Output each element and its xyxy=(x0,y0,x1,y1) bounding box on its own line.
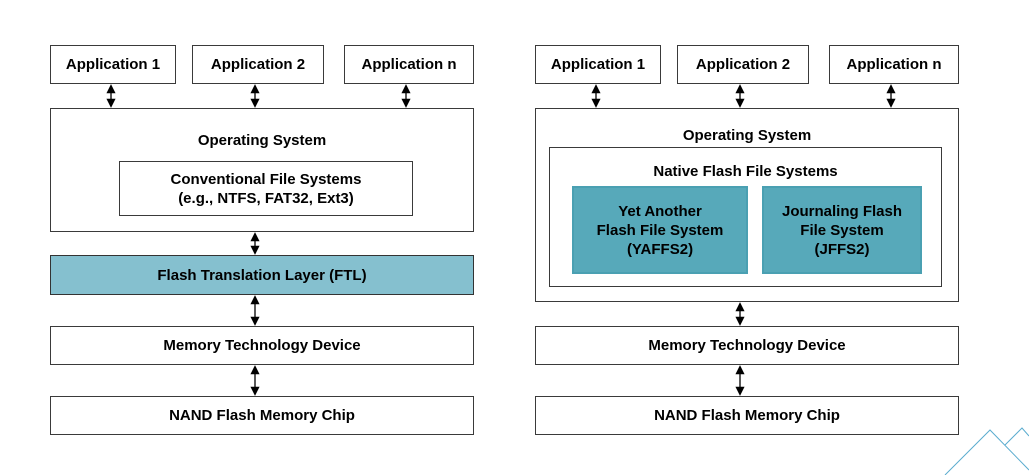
yaffs2-label: Yet Another Flash File System (YAFFS2) xyxy=(596,202,724,258)
left-mtd-label: Memory Technology Device xyxy=(163,337,361,354)
left-mtd-box: Memory Technology Device xyxy=(50,326,474,365)
left-operating-system-box: Operating System Conventional File Syste… xyxy=(50,108,474,232)
left-application-1-box: Application 1 xyxy=(50,45,176,84)
native-flash-fs-box: Native Flash File Systems Yet Another Fl… xyxy=(549,147,942,287)
right-application-2-label: Application 2 xyxy=(695,56,791,73)
ftl-label: Flash Translation Layer (FTL) xyxy=(157,266,367,284)
right-application-n-box: Application n xyxy=(829,45,959,84)
ftl-box: Flash Translation Layer (FTL) xyxy=(50,255,474,295)
jffs2-box: Journaling Flash File System (JFFS2) xyxy=(762,186,922,274)
left-conventional-fs-box: Conventional File Systems (e.g., NTFS, F… xyxy=(119,161,413,216)
yaffs2-box: Yet Another Flash File System (YAFFS2) xyxy=(572,186,748,274)
left-application-n-box: Application n xyxy=(344,45,474,84)
right-application-1-label: Application 1 xyxy=(550,56,646,73)
right-application-1-box: Application 1 xyxy=(535,45,661,84)
right-application-2-box: Application 2 xyxy=(677,45,809,84)
left-application-2-label: Application 2 xyxy=(210,56,306,73)
left-os-label: Operating System xyxy=(197,132,327,149)
right-nand-box: NAND Flash Memory Chip xyxy=(535,396,959,435)
left-conventional-fs-label: Conventional File Systems (e.g., NTFS, F… xyxy=(170,170,362,207)
right-nand-label: NAND Flash Memory Chip xyxy=(654,407,840,424)
left-nand-label: NAND Flash Memory Chip xyxy=(169,407,355,424)
right-os-label: Operating System xyxy=(682,127,812,144)
jffs2-label: Journaling Flash File System (JFFS2) xyxy=(781,202,902,258)
left-nand-box: NAND Flash Memory Chip xyxy=(50,396,474,435)
corner-decoration xyxy=(944,427,1029,475)
right-mtd-box: Memory Technology Device xyxy=(535,326,959,365)
native-flash-fs-label: Native Flash File Systems xyxy=(653,163,838,180)
left-application-2-box: Application 2 xyxy=(192,45,324,84)
right-application-n-label: Application n xyxy=(846,56,942,73)
right-mtd-label: Memory Technology Device xyxy=(648,337,846,354)
left-application-1-label: Application 1 xyxy=(65,56,161,73)
left-application-n-label: Application n xyxy=(361,56,457,73)
right-operating-system-box: Operating System Native Flash File Syste… xyxy=(535,108,959,302)
